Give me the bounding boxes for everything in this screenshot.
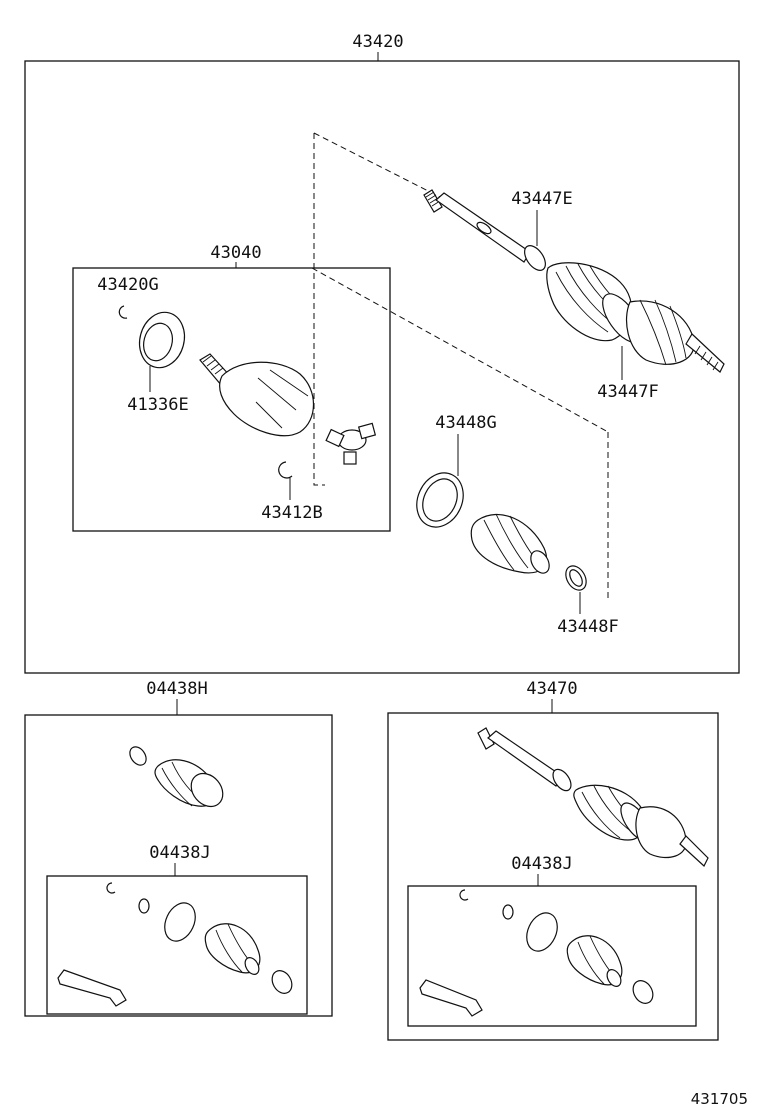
label-04438j-right[interactable]: 04438J <box>511 854 572 874</box>
spline-ribs <box>425 191 441 207</box>
assembly-43420-group: 43420 43447E 43447F <box>24 32 740 674</box>
shaft-collar <box>476 221 492 235</box>
housing-spline-ribs <box>202 355 224 375</box>
label-43447e[interactable]: 43447E <box>511 189 572 209</box>
figure-number: 431705 <box>691 1090 748 1108</box>
label-41336e[interactable]: 41336E <box>127 395 188 415</box>
label-43412b[interactable]: 43412B <box>261 503 322 523</box>
dash-guide-1 <box>313 133 325 486</box>
assembly-43470-group: 43470 04438J <box>387 679 719 1041</box>
stub-splines <box>694 345 719 371</box>
label-04438h[interactable]: 04438H <box>146 679 207 699</box>
box-43420 <box>24 60 740 674</box>
ring-41336e-part[interactable] <box>134 307 191 372</box>
tripod-joint[interactable] <box>325 422 377 465</box>
boot-kit-left-upper-boot[interactable] <box>127 744 230 813</box>
joint-ribs <box>639 299 687 366</box>
label-43470[interactable]: 43470 <box>526 679 577 699</box>
inner-boot-part[interactable] <box>470 513 553 576</box>
kit-43040-group: 43040 43420G 41336E <box>72 243 391 532</box>
drive-shaft-43420[interactable] <box>423 189 725 373</box>
grease-tube-right <box>419 979 483 1017</box>
label-43420[interactable]: 43420 <box>352 32 403 52</box>
label-43448g[interactable]: 43448G <box>435 413 496 433</box>
box-43040 <box>72 267 391 532</box>
box-04438h <box>24 714 333 1017</box>
boot-kit-right-parts[interactable] <box>419 889 657 1017</box>
label-43447f[interactable]: 43447F <box>597 382 658 402</box>
label-43420g[interactable]: 43420G <box>97 275 158 295</box>
clamp-43448f-part[interactable] <box>562 562 591 594</box>
clamp-43448g-part[interactable] <box>408 465 472 534</box>
housing-body <box>219 361 314 437</box>
box-04438j-right <box>407 885 697 1027</box>
dash-guide-2 <box>313 132 441 198</box>
label-43448f[interactable]: 43448F <box>557 617 618 637</box>
grease-tube-left <box>57 969 127 1007</box>
label-43040[interactable]: 43040 <box>210 243 261 263</box>
box-04438j-left <box>46 875 308 1015</box>
snap-ring-43412b-part[interactable] <box>278 461 293 479</box>
boot-kit-left-parts[interactable] <box>57 882 296 1007</box>
outboard-joint <box>625 300 695 365</box>
label-04438j-left[interactable]: 04438J <box>149 843 210 863</box>
housing-lines <box>255 369 309 429</box>
kit-04438h-group: 04438H 04438J <box>24 679 333 1017</box>
drive-shaft-43470[interactable] <box>477 727 709 867</box>
dash-guide-3 <box>311 267 609 433</box>
clamp-43447e-part <box>524 245 546 271</box>
box-43470 <box>387 712 719 1041</box>
inboard-joint-housing[interactable] <box>199 353 314 437</box>
boot-ribs <box>555 263 629 333</box>
clip-43420g-part[interactable] <box>118 305 128 319</box>
